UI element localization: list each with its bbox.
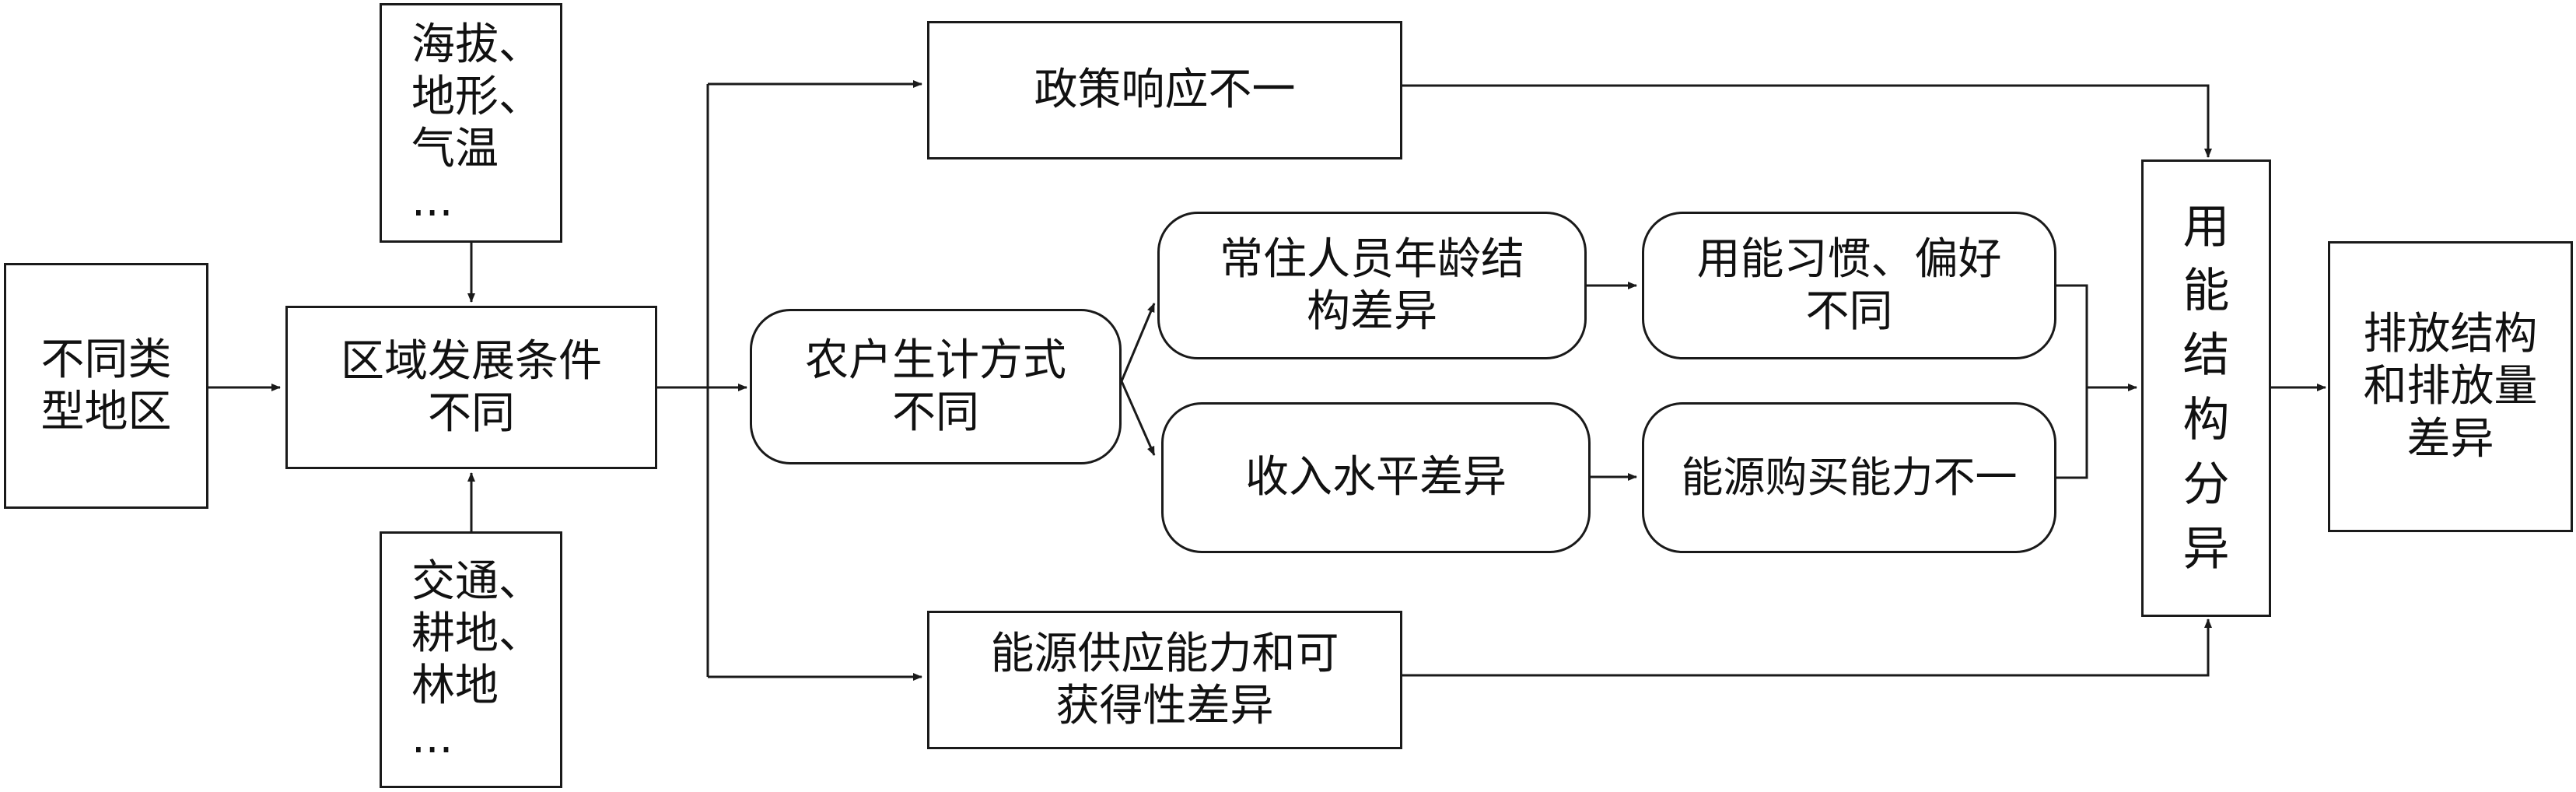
node-income-line: 收入水平差异 (1245, 452, 1507, 503)
node-supply-line: 获得性差异 (1055, 681, 1274, 731)
node-habits: 用能习惯、偏好 不同 (1642, 212, 2056, 359)
node-energy-structure: 用 能 结 构 分 异 (2141, 159, 2271, 617)
node-natural-line: ... (411, 176, 453, 227)
node-regions: 不同类 型地区 (4, 263, 208, 509)
node-emission-line: 差异 (2406, 413, 2494, 464)
node-energy-line: 能 (2182, 264, 2230, 319)
node-livelihood-line: 农户生计方式 (805, 335, 1066, 386)
node-natural-factors: 海拔、 地形、 气温 ... (380, 3, 562, 243)
node-regions-line: 型地区 (40, 387, 172, 437)
node-conditions-line: 区域发展条件 (341, 335, 602, 387)
node-social-factors: 交通、 耕地、 林地 ... (380, 531, 562, 788)
node-emission-line: 排放结构 (2363, 309, 2538, 360)
node-energy-line: 分 (2182, 457, 2230, 512)
node-purchasing-line: 能源购买能力不一 (1681, 452, 2018, 502)
node-livelihood: 农户生计方式 不同 (750, 309, 1122, 464)
node-age-line: 构差异 (1307, 286, 1437, 337)
node-supply: 能源供应能力和可 获得性差异 (927, 611, 1402, 749)
arrow-supply-to-energy-structure (1402, 619, 2212, 677)
node-purchasing: 能源购买能力不一 (1642, 402, 2056, 553)
node-habits-line: 用能习惯、偏好 (1696, 233, 2002, 285)
node-natural-line: 地形、 (411, 71, 542, 122)
node-social-line: 耕地、 (411, 608, 542, 659)
node-supply-line: 能源供应能力和可 (990, 628, 1339, 679)
node-policy-line: 政策响应不一 (1034, 65, 1296, 116)
node-conditions-line: 不同 (428, 388, 515, 439)
arrow-livelihood-to-age (1120, 303, 1156, 382)
node-habits-line: 不同 (1805, 286, 1893, 337)
node-regions-line: 不同类 (40, 334, 172, 385)
node-conditions: 区域发展条件 不同 (285, 306, 657, 469)
node-age-line: 常住人员年龄结 (1220, 233, 1524, 285)
node-social-line: ... (411, 713, 453, 764)
node-income: 收入水平差异 (1161, 402, 1591, 553)
node-energy-line: 异 (2182, 521, 2230, 576)
node-social-line: 交通、 (411, 555, 542, 607)
node-age-structure: 常住人员年龄结 构差异 (1157, 212, 1587, 359)
node-emission: 排放结构 和排放量 差异 (2328, 241, 2573, 532)
connector-habits (2056, 284, 2088, 479)
node-natural-line: 海拔、 (411, 19, 542, 70)
node-energy-line: 构 (2182, 393, 2230, 447)
node-policy: 政策响应不一 (927, 21, 1402, 159)
node-energy-line: 用 (2182, 199, 2230, 254)
node-energy-line: 结 (2182, 328, 2230, 384)
node-livelihood-line: 不同 (892, 387, 979, 438)
arrow-livelihood-to-income (1120, 380, 1156, 456)
node-social-line: 林地 (411, 661, 499, 711)
node-emission-line: 和排放量 (2363, 361, 2538, 412)
node-natural-line: 气温 (411, 124, 499, 174)
arrow-policy-to-energy-structure (1402, 84, 2212, 158)
